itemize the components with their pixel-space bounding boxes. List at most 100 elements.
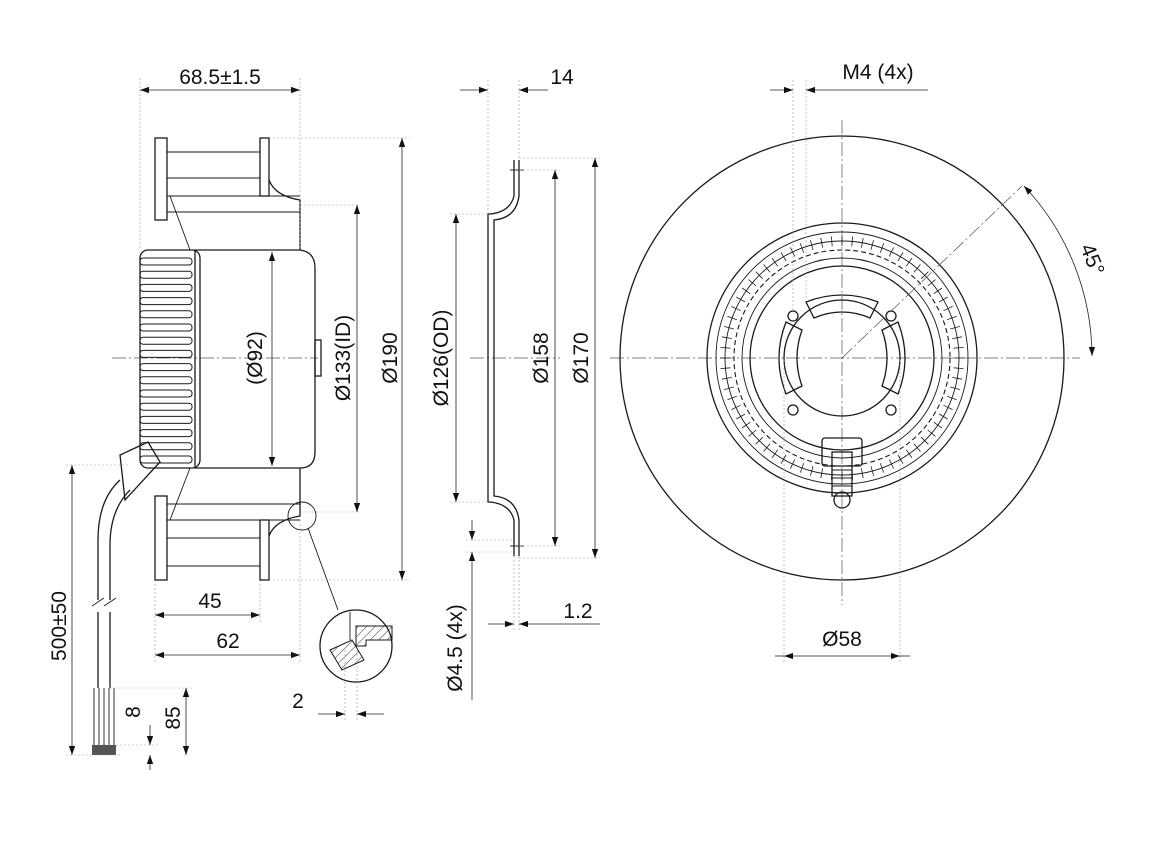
stator-plate — [749, 265, 935, 451]
rotor-tooth — [721, 336, 732, 339]
rotor-tooth — [724, 386, 734, 390]
rotor-tooth — [720, 367, 731, 369]
angle-reference-line — [841, 185, 1023, 359]
impeller-shroud-bottom — [259, 519, 270, 581]
rotor-tooth — [927, 429, 936, 437]
rotor-tooth — [748, 429, 757, 437]
rotor-tooth — [938, 296, 948, 303]
motor-cooling-fins — [139, 249, 201, 469]
rotor-tooth — [810, 466, 814, 476]
rotor-tooth — [897, 252, 904, 262]
rotor-tooth — [947, 315, 957, 321]
rotor-tooth — [943, 306, 953, 312]
rotor-tooth — [831, 236, 833, 247]
rotor-tooth — [820, 237, 823, 248]
rotor-tooth — [870, 240, 874, 250]
impeller-outer-circle — [619, 135, 1065, 581]
rotor-tooth — [952, 336, 963, 339]
motor-fin — [139, 257, 193, 266]
motor-fin — [139, 283, 193, 292]
cable-upper-1 — [97, 479, 121, 600]
rotor-tooth — [933, 287, 943, 295]
motor-fin — [139, 297, 193, 306]
front-view: 45° M4 (4x) Ø58 — [610, 61, 1109, 662]
rotor-tooth — [851, 236, 853, 247]
rotor-tooth — [727, 315, 737, 321]
spoke-windows — [778, 294, 906, 395]
rotor-tooth — [831, 469, 833, 480]
rotor-tooth — [771, 449, 779, 459]
rotor-tooth — [763, 443, 771, 452]
rotor-tooth — [870, 466, 874, 476]
rotor-tooth — [731, 404, 741, 410]
motor-hub — [314, 339, 322, 377]
dim-strip-length: 8 — [122, 706, 145, 718]
rotor-tooth — [950, 386, 960, 390]
rotor-tooth — [947, 395, 957, 401]
angle-arc — [1023, 185, 1096, 357]
dim-gap: 2 — [292, 690, 304, 713]
dim-flange-depth: 14 — [550, 66, 574, 89]
rotor-tooth — [953, 367, 964, 369]
rotor-tooth — [953, 347, 964, 349]
rotor-tooth — [943, 404, 953, 410]
rotor-tooth — [879, 463, 885, 473]
cable-upper-2 — [109, 489, 131, 600]
rotor-tooth — [810, 240, 814, 250]
rotor-tooth — [888, 247, 894, 257]
rotor-tooth — [790, 247, 796, 257]
rotor-tooth — [727, 395, 737, 401]
cable-gland — [119, 441, 161, 502]
rotor-tooth — [736, 413, 746, 420]
rotor-tooth — [861, 468, 864, 479]
motor-fin — [139, 429, 193, 438]
motor-fin — [139, 336, 193, 345]
impeller-shroud-top — [259, 137, 270, 197]
rotor-tooth — [780, 252, 787, 262]
rotor-tooth — [933, 421, 943, 429]
rotor-tooth — [755, 436, 764, 445]
rotor-tooth — [861, 237, 864, 248]
cable-lower — [97, 612, 111, 688]
motor-fin — [139, 270, 193, 279]
rotor-tooth — [741, 421, 751, 429]
rotor-tooth — [905, 449, 913, 459]
dim-mount-thread: M4 (4x) — [842, 61, 913, 84]
motor-fin — [139, 349, 193, 358]
rotor-tooth — [721, 377, 732, 380]
impeller-backplate-bottom — [154, 495, 168, 581]
rotor-tooth — [820, 468, 823, 479]
center-bore — [783, 299, 901, 417]
rotor-tooth — [799, 243, 805, 253]
rotor-tooth — [879, 243, 885, 253]
rotor-tooth — [763, 264, 771, 273]
rotor-tooth — [950, 326, 960, 330]
rotor-tooth — [938, 413, 948, 420]
dim-bolt-angle: 45° — [1075, 241, 1108, 279]
detail-callout-circle — [287, 501, 317, 531]
rotor-tooth — [913, 443, 921, 452]
cable-wires — [92, 688, 116, 755]
flange-section: 14 Ø126(OD) Ø158 Ø170 Ø4.5 (4x) 1.2 — [430, 66, 600, 700]
dim-inlet-od: Ø126(OD) — [430, 310, 453, 407]
dim-outer-dia: Ø190 — [379, 332, 402, 383]
rotor-tooth — [905, 257, 913, 267]
rotor-tooth — [851, 469, 853, 480]
rotor-tooth — [771, 257, 779, 267]
motor-fin — [139, 376, 193, 385]
cable-exit — [821, 437, 863, 509]
dim-width: 62 — [216, 630, 239, 653]
motor-fin — [139, 363, 193, 372]
rotor-tooth — [724, 326, 734, 330]
rotor-tooth — [888, 459, 894, 469]
dim-cable-length: 500±50 — [48, 591, 71, 661]
rotor-tooth — [927, 279, 936, 287]
rotor-tooth — [741, 287, 751, 295]
rotor-tooth — [790, 459, 796, 469]
motor-fin — [139, 415, 193, 424]
rotor-tooth — [731, 306, 741, 312]
dim-sheet-thickness: 1.2 — [563, 600, 592, 623]
dim-overall-depth: 68.5±1.5 — [179, 66, 261, 89]
dim-hub: 45 — [198, 590, 221, 613]
